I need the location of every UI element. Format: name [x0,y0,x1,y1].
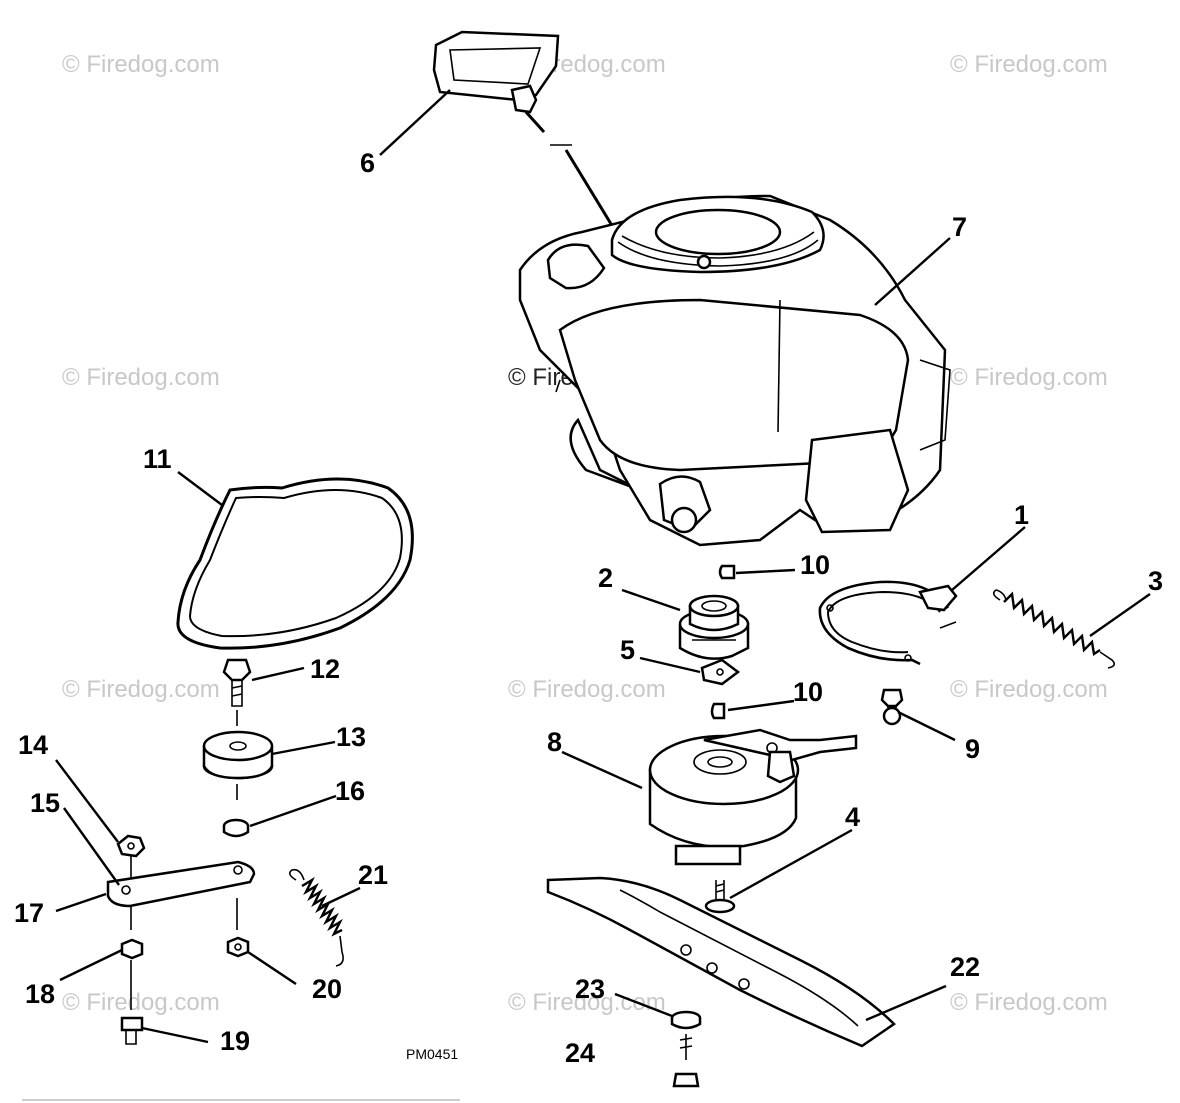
adapter-part [678,594,750,660]
watermark-10: © Firedog.com [62,989,220,1016]
callout-3: 3 [1148,566,1163,596]
callout-18: 18 [25,979,55,1009]
screw-9-part [880,688,904,726]
callout-20: 20 [312,974,342,1004]
watermark-8: © Firedog.com [508,676,666,703]
blade-bolt-parts [670,1010,702,1088]
callout-21: 21 [358,860,388,890]
callout-13: 13 [336,722,366,752]
callout-7: 7 [952,212,967,242]
belt-part [176,477,414,650]
callout-4: 4 [845,802,860,832]
callout-22: 22 [950,952,980,982]
callout-16: 16 [335,776,365,806]
callout-12: 12 [310,654,340,684]
callout-15: 15 [30,788,60,818]
engine-part [518,194,951,547]
callout-2: 2 [598,563,613,593]
key-10-upper-part [718,564,736,580]
washer-5-part [700,658,741,686]
drawing-code: PM0451 [406,1046,458,1062]
watermark-1: © Firedog.com [62,51,220,78]
callout-17: 17 [14,898,44,928]
callout-10-upper: 10 [800,550,830,580]
watermark-6: © Firedog.com [950,364,1108,391]
idler-arm-parts [106,834,256,1045]
leader-lines [55,89,1151,1044]
bolt-4-part [704,880,736,914]
spring-21-part [288,868,344,967]
callout-11: 11 [143,444,172,474]
callout-5: 5 [620,635,635,665]
blade-part [546,876,896,1048]
spring-3-part [992,589,1116,669]
blade-clutch-part [648,728,858,866]
callouts: 1 2 3 4 5 6 7 8 9 10 10 11 12 13 14 15 1… [14,148,1163,1068]
idler-pulley-parts [202,658,274,838]
callout-9: 9 [965,734,980,764]
watermark-12: © Firedog.com [950,989,1108,1016]
starter-handle-part [432,30,624,243]
watermark-9: © Firedog.com [950,676,1108,703]
callout-1: 1 [1014,500,1029,530]
key-10-lower-part [710,702,726,720]
callout-23: 23 [575,974,605,1004]
callout-10-lower: 10 [793,677,823,707]
callout-8: 8 [547,727,562,757]
callout-6: 6 [360,148,375,178]
bracket-part [818,580,958,666]
callout-19: 19 [220,1026,250,1056]
watermark-7: © Firedog.com [62,676,220,703]
watermark-3: © Firedog.com [950,51,1108,78]
callout-24: 24 [565,1038,595,1068]
callout-14: 14 [18,730,48,760]
watermark-4: © Firedog.com [62,364,220,391]
